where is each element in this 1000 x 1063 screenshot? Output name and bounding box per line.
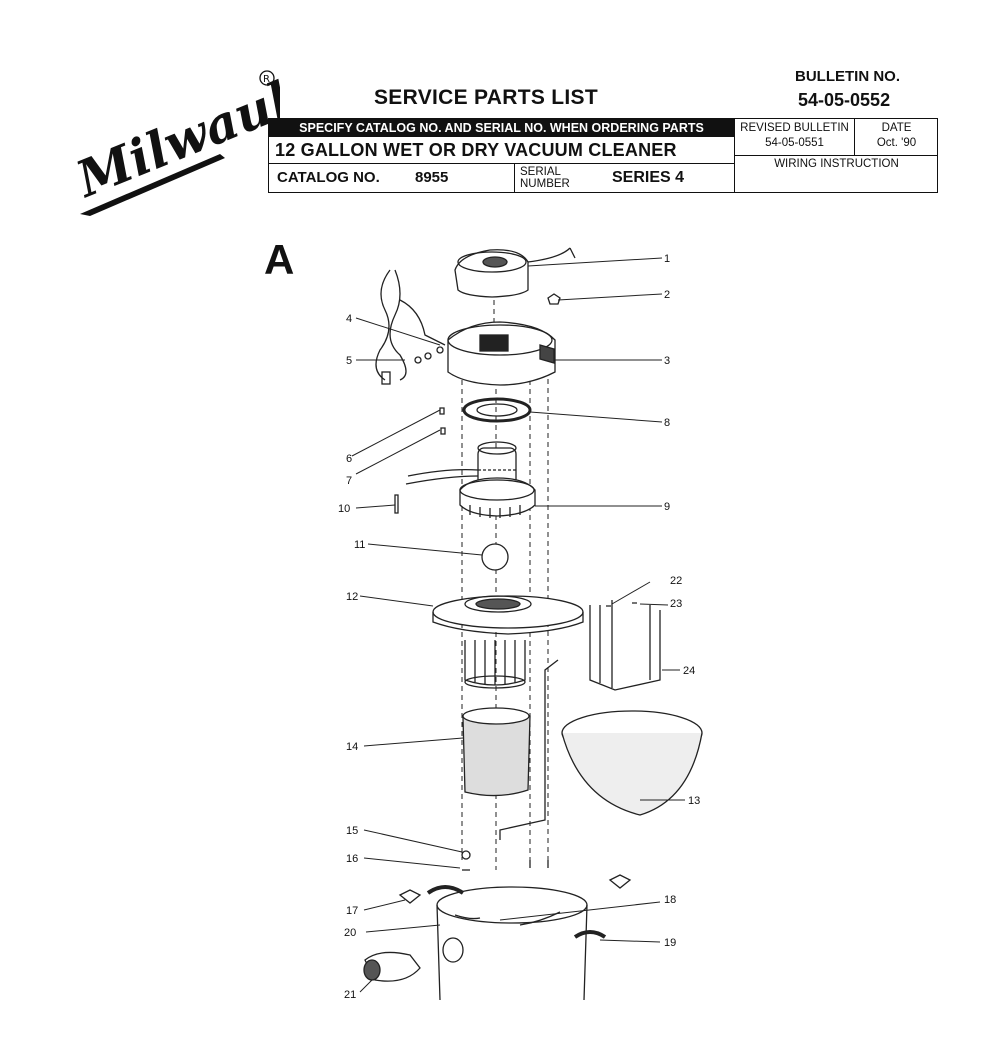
part-11-float [481, 543, 509, 571]
callout-10: 10 [338, 503, 350, 515]
catalog-cell: CATALOG NO. 8955 [269, 164, 515, 192]
page-title: SERVICE PARTS LIST [374, 86, 598, 109]
callout-18: 18 [664, 894, 676, 906]
callout-5: 5 [346, 355, 352, 367]
part-2-clip [547, 293, 561, 305]
revision-block: REVISED BULLETIN 54-05-0551 DATE Oct. '9… [734, 119, 939, 192]
part-1-top-cover [454, 247, 576, 298]
callout-1: 1 [664, 253, 670, 265]
callout-17: 17 [346, 905, 358, 917]
part-8-gasket [462, 397, 532, 423]
callout-22: 22 [670, 575, 682, 587]
callout-12: 12 [346, 591, 358, 603]
callout-23: 23 [670, 598, 682, 610]
callout-16: 16 [346, 853, 358, 865]
callout-6: 6 [346, 453, 352, 465]
callout-7: 7 [346, 475, 352, 487]
serial-cell: SERIAL NUMBER SERIES 4 [515, 164, 734, 192]
callout-11: 11 [354, 539, 365, 551]
part-5-power-cord [375, 269, 446, 385]
part-14-filter [462, 707, 531, 797]
callout-4: 4 [346, 313, 352, 325]
date-value: Oct. '90 [876, 137, 917, 149]
part-20-tank [436, 886, 588, 1001]
revised-label: REVISED BULLETIN [740, 122, 849, 134]
part-21-nozzle [363, 951, 421, 982]
callout-20: 20 [344, 927, 356, 939]
callout-3: 3 [664, 355, 670, 367]
part-13-filter-bag [561, 710, 703, 816]
bulletin-number: 54-05-0552 [798, 90, 891, 110]
callout-13: 13 [688, 795, 700, 807]
part-24-frame [589, 600, 661, 691]
revised-bulletin-cell: REVISED BULLETIN 54-05-0551 [735, 119, 855, 156]
bulletin-label: BULLETIN NO. [795, 68, 900, 85]
part-cage [464, 640, 526, 689]
callout-14: 14 [346, 741, 358, 753]
part-12-lid [432, 595, 584, 635]
catalog-number: 8955 [415, 169, 449, 186]
callout-2: 2 [664, 289, 670, 301]
callout-9: 9 [664, 501, 670, 513]
callout-8: 8 [664, 417, 670, 429]
callout-21: 21 [344, 989, 356, 1001]
header-table: SPECIFY CATALOG NO. AND SERIAL NO. WHEN … [268, 118, 938, 193]
catalog-label: CATALOG NO. [277, 169, 380, 186]
part-3-motor-cover [447, 321, 556, 386]
part-9-motor [405, 441, 536, 518]
callout-24: 24 [683, 665, 695, 677]
callout-19: 19 [664, 937, 676, 949]
serial-label: SERIAL [520, 166, 561, 178]
serial-label-2: NUMBER [520, 178, 570, 190]
ordering-instruction: SPECIFY CATALOG NO. AND SERIAL NO. WHEN … [269, 119, 734, 137]
svg-text:R: R [263, 74, 270, 85]
date-label: DATE [881, 122, 912, 134]
date-cell: DATE Oct. '90 [855, 119, 938, 156]
product-name: 12 GALLON WET OR DRY VACUUM CLEANER [269, 137, 734, 164]
view-letter: A [264, 236, 295, 283]
serial-value: SERIES 4 [612, 169, 685, 186]
revised-value: 54-05-0551 [765, 137, 824, 149]
callout-15: 15 [346, 825, 358, 837]
wiring-instruction: WIRING INSTRUCTION [774, 158, 899, 170]
